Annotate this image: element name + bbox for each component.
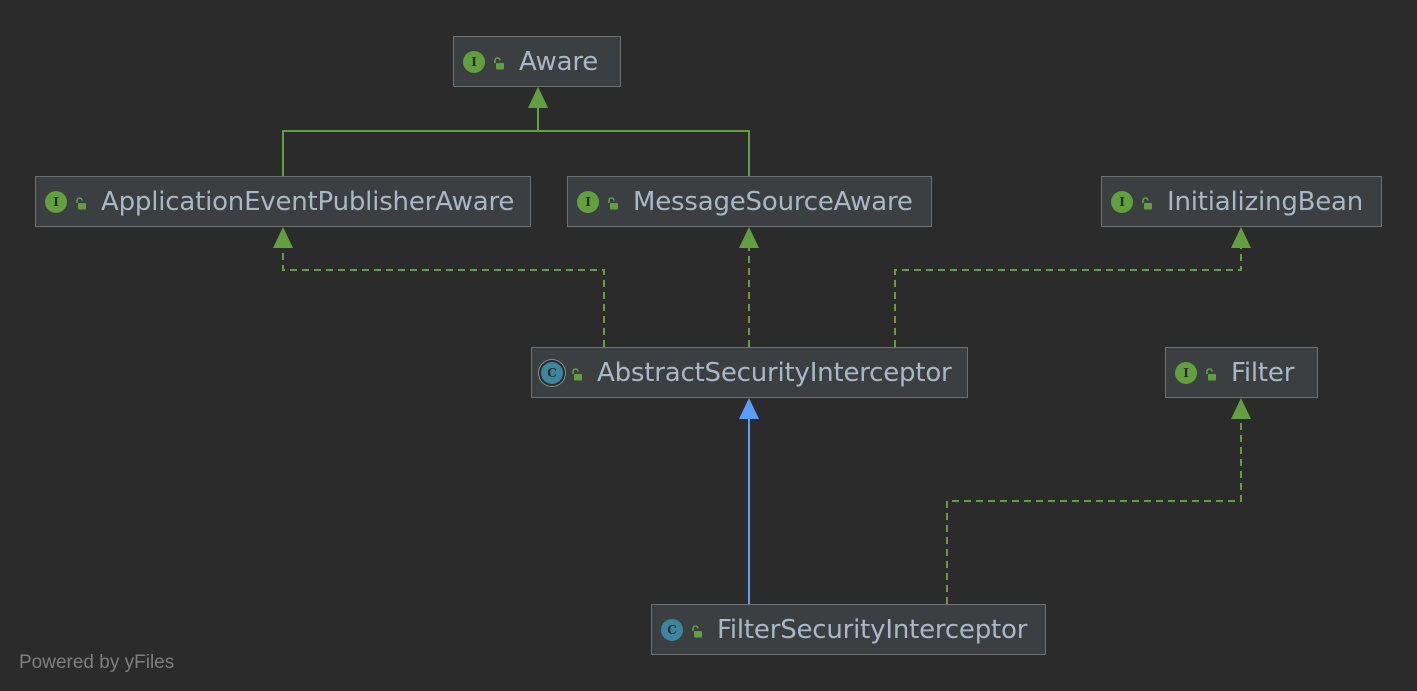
interface-icon: I xyxy=(1111,190,1133,213)
edge-arrowhead xyxy=(273,227,293,248)
node-filter[interactable]: I Filter xyxy=(1165,347,1318,398)
edge-implements xyxy=(894,247,1242,347)
node-aware[interactable]: I Aware xyxy=(453,36,621,87)
edge-implements xyxy=(946,418,1242,604)
edge-arrowhead xyxy=(528,87,548,108)
powered-by-yfiles: Powered by yFiles xyxy=(19,652,175,673)
edge-implements xyxy=(282,247,605,347)
edge-extends-interface xyxy=(282,107,539,176)
node-label: ApplicationEventPublisherAware xyxy=(101,186,515,217)
unlocked-icon xyxy=(606,195,619,210)
unlocked-icon xyxy=(74,195,87,210)
node-message-source-aware[interactable]: I MessageSourceAware xyxy=(567,176,932,227)
node-label: Filter xyxy=(1231,357,1295,388)
node-label: Aware xyxy=(519,46,599,77)
node-filter-security-interceptor[interactable]: C FilterSecurityInterceptor xyxy=(651,604,1046,655)
interface-icon: I xyxy=(463,50,485,73)
interface-icon: I xyxy=(45,190,67,213)
node-label: FilterSecurityInterceptor xyxy=(717,614,1028,645)
edge-arrowhead xyxy=(1231,227,1251,248)
class-icon: C xyxy=(661,618,683,641)
unlocked-icon xyxy=(1204,366,1217,381)
unlocked-icon xyxy=(690,623,703,638)
edge-arrowhead xyxy=(739,227,759,248)
node-initializing-bean[interactable]: I InitializingBean xyxy=(1101,176,1382,227)
unlocked-icon xyxy=(570,366,583,381)
interface-icon: I xyxy=(1175,361,1197,384)
unlocked-icon xyxy=(1140,195,1153,210)
node-abstract-security-interceptor[interactable]: C AbstractSecurityInterceptor xyxy=(531,347,968,398)
unlocked-icon xyxy=(492,55,505,70)
node-label: MessageSourceAware xyxy=(633,186,913,217)
edge-arrowhead xyxy=(739,398,759,419)
edge-extends-interface xyxy=(537,107,750,176)
node-label: InitializingBean xyxy=(1167,186,1364,217)
node-application-event-publisher-aware[interactable]: I ApplicationEventPublisherAware xyxy=(35,176,531,227)
edge-arrowhead xyxy=(1231,398,1251,419)
interface-icon: I xyxy=(577,190,599,213)
abstract-class-icon: C xyxy=(541,361,563,384)
node-label: AbstractSecurityInterceptor xyxy=(597,357,952,388)
